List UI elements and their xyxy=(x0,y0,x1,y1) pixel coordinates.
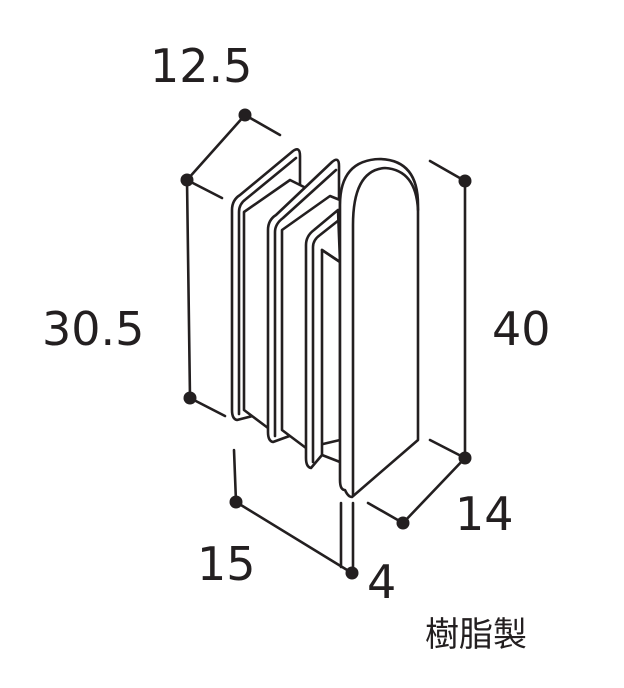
front-plate xyxy=(338,157,420,499)
dim-depth-right: 14 xyxy=(455,487,514,541)
dim-height-left: 30.5 xyxy=(42,302,144,356)
dim-height-right: 40 xyxy=(492,302,551,356)
dimension-dot xyxy=(345,566,359,580)
fin-3 xyxy=(304,208,342,470)
dimension-dot xyxy=(458,451,472,465)
dimension-dot xyxy=(458,174,472,188)
dimension-dot xyxy=(180,173,194,187)
dimension-dot xyxy=(238,108,252,122)
material-label: 樹脂製 xyxy=(425,615,527,655)
dim-width-top: 12.5 xyxy=(150,39,252,93)
dimension-dot xyxy=(183,391,197,405)
dim-depth-bottom: 15 xyxy=(197,537,256,591)
dimension-dot xyxy=(229,495,243,509)
dimension-lines xyxy=(180,108,472,580)
dim-flange: 4 xyxy=(367,555,396,609)
end-cap-drawing xyxy=(230,148,420,499)
dimension-dot xyxy=(396,516,410,530)
